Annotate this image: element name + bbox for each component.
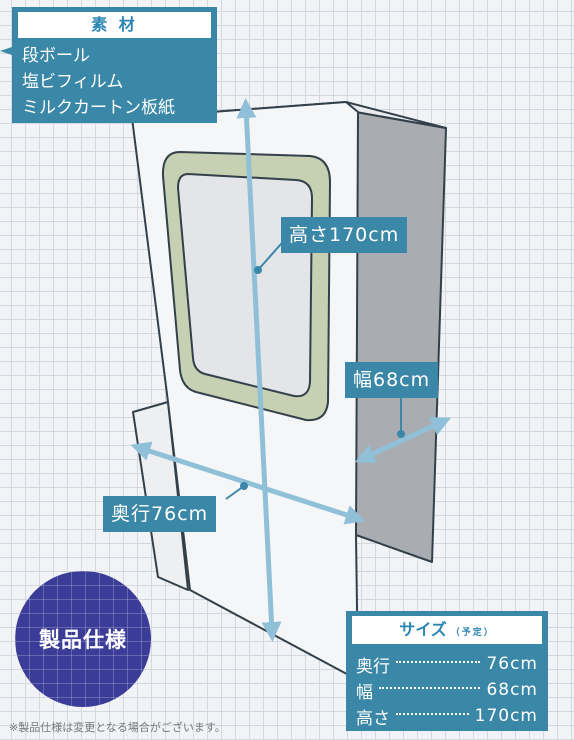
materials-box: 素 材 段ボール 塩ビフィルム ミルクカートン板紙 [12,7,217,123]
height-arrow [236,98,282,642]
size-row-value: 170cm [474,706,538,726]
material-item: 塩ビフィルム [22,72,124,92]
size-row-value: 76cm [486,654,538,674]
size-row: 高さ 170cm [356,703,538,729]
window-glass [176,172,314,398]
depth-arrow [130,441,366,525]
size-box: サイズ（予定） 奥行 76cm 幅 68cm 高さ 170cm [346,611,548,731]
size-row-dots [396,713,469,715]
size-row: 幅 68cm [356,677,538,703]
depth-leader-dot [240,482,248,490]
spec-badge-label: 製品仕様 [39,628,127,652]
material-item: 段ボール [22,46,90,66]
materials-list: 段ボール 塩ビフィルム ミルクカートン板紙 [22,43,175,121]
size-row-label: 幅 [356,682,373,703]
spec-badge: 製品仕様 [15,571,151,707]
size-row-dots [396,661,481,663]
size-row-value: 68cm [486,680,538,700]
width-arrow [354,417,452,463]
width-label: 幅68cm [345,362,439,398]
depth-label: 奥行76cm [103,496,217,532]
width-leader-dot [397,430,405,438]
materials-title: 素 材 [18,12,211,38]
height-leader-dot [254,266,262,274]
size-rows: 奥行 76cm 幅 68cm 高さ 170cm [356,651,538,729]
size-title-main: サイズ [399,620,447,639]
size-title-sub: （予定） [450,628,495,638]
size-row-label: 高さ [356,708,390,729]
size-row: 奥行 76cm [356,651,538,677]
footnote: ※製品仕様は変更となる場合がございます。 [9,721,226,734]
size-box-title: サイズ（予定） [352,616,542,644]
materials-pointer [0,47,12,55]
size-row-dots [379,687,481,689]
material-item: ミルクカートン板紙 [22,98,175,118]
size-row-label: 奥行 [356,656,390,677]
height-label: 高さ170cm [281,217,408,253]
cabinet-side-panel [355,111,447,563]
